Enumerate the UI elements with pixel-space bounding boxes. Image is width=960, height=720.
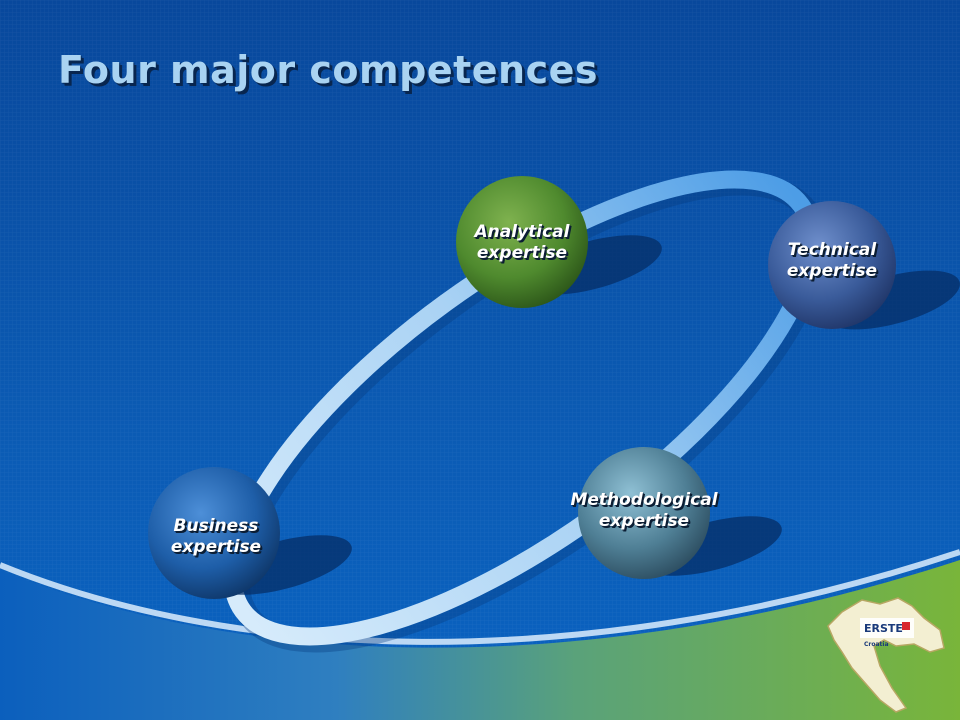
technical-label: Technical expertise: [762, 240, 902, 282]
business-label-line2: expertise: [170, 537, 262, 557]
technical-node: [768, 201, 896, 329]
business-node: [148, 467, 280, 599]
analytical-node: [456, 176, 588, 308]
business-label: Business expertise: [146, 516, 286, 558]
analytical-label-line2: expertise: [476, 243, 568, 263]
erste-mark: [902, 622, 910, 630]
technical-label-line2: expertise: [786, 261, 878, 281]
methodological-label-line2: expertise: [598, 511, 690, 531]
methodological-label: Methodological expertise: [564, 490, 724, 532]
analytical-label: Analytical expertise: [452, 222, 592, 264]
analytical-label-line1: Analytical: [474, 222, 570, 242]
croatia-map-icon: [827, 597, 945, 713]
technical-label-line1: Technical: [787, 240, 877, 260]
erste-brand: ERSTE: [864, 622, 903, 635]
bottom-band: [0, 560, 960, 720]
bottom-swoosh-line: [0, 549, 960, 645]
methodological-label-line1: Methodological: [570, 490, 718, 510]
business-label-line1: Business: [173, 516, 259, 536]
methodological-node: [578, 447, 710, 579]
erste-logo: ERSTE Croatia: [827, 597, 945, 713]
slide-title: Four major competences: [58, 48, 598, 92]
erste-logo-box: [860, 618, 914, 638]
erste-subtitle: Croatia: [864, 641, 889, 648]
